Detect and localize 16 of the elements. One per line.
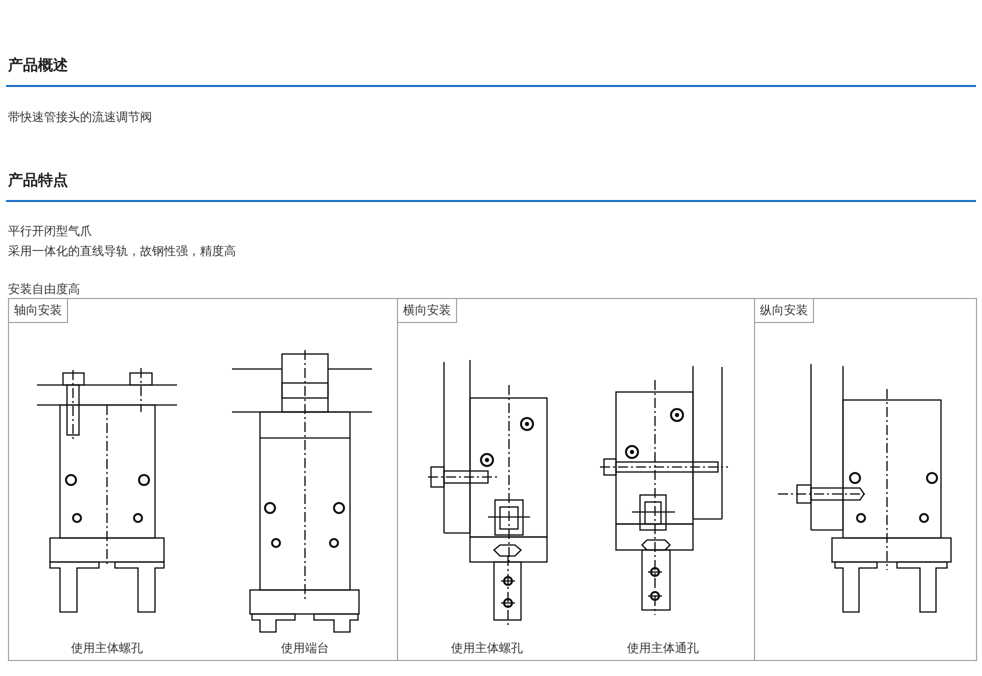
drawing-caption: 使用主体螺孔	[71, 640, 143, 657]
drawing-caption: 使用主体通孔	[627, 640, 699, 657]
body-text: 采用一体化的直线导轨，故钢性强，精度高	[8, 243, 236, 260]
panel-tab: 横向安装	[398, 299, 457, 323]
panel-tab: 纵向安装	[755, 299, 814, 323]
section-heading: 产品特点	[8, 171, 68, 190]
panel-tab: 轴向安装	[9, 299, 68, 323]
body-text: 平行开闭型气爪	[8, 223, 92, 240]
mounting-panel	[754, 298, 977, 661]
mounting-panel	[397, 298, 755, 661]
body-text: 带快速管接头的流速调节阀	[8, 109, 152, 126]
drawing-caption: 使用主体螺孔	[451, 640, 523, 657]
mounting-panel	[8, 298, 398, 661]
body-text: 安装自由度高	[8, 281, 80, 298]
drawing-caption: 使用端台	[281, 640, 329, 657]
section-heading: 产品概述	[8, 56, 68, 75]
